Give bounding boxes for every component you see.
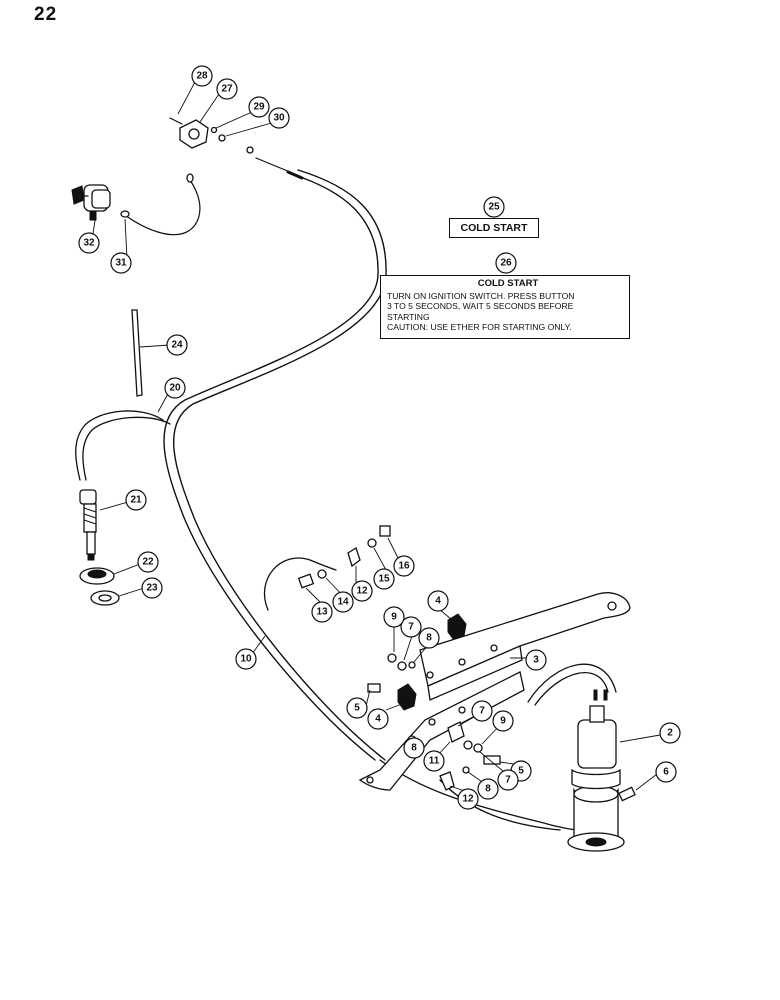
- svg-text:23: 23: [146, 583, 158, 594]
- svg-text:11: 11: [429, 756, 440, 767]
- svg-text:3: 3: [533, 655, 539, 666]
- svg-text:21: 21: [130, 495, 142, 506]
- svg-text:10: 10: [240, 654, 252, 665]
- callout-4: 4: [367, 708, 389, 730]
- callout-10: 10: [235, 648, 257, 670]
- callout-31: 31: [110, 252, 132, 274]
- cold-start-switch: [169, 117, 254, 154]
- plate-title: COLD START: [477, 278, 539, 289]
- callout-14: 14: [332, 591, 354, 613]
- callout-12: 12: [457, 788, 479, 810]
- callout-9: 9: [383, 606, 405, 628]
- parts: [71, 117, 636, 852]
- svg-text:22: 22: [142, 557, 154, 568]
- svg-text:7: 7: [505, 775, 511, 786]
- callout-9: 9: [492, 710, 514, 732]
- callout-26: 26: [495, 252, 517, 274]
- svg-text:9: 9: [391, 612, 397, 623]
- svg-text:8: 8: [426, 633, 432, 644]
- callout-8: 8: [477, 778, 499, 800]
- callout-25: 25: [483, 196, 505, 218]
- callout-2: 2: [659, 722, 681, 744]
- svg-text:8: 8: [485, 784, 491, 795]
- svg-text:2: 2: [667, 728, 673, 739]
- callout-27: 27: [216, 78, 238, 100]
- svg-text:26: 26: [500, 258, 512, 269]
- svg-text:5: 5: [518, 766, 524, 777]
- callout-22: 22: [137, 551, 159, 573]
- cables: [75, 157, 617, 833]
- svg-text:25: 25: [488, 202, 500, 213]
- svg-text:16: 16: [398, 561, 410, 572]
- svg-text:20: 20: [169, 383, 181, 394]
- washer: [90, 590, 120, 606]
- callout-24: 24: [166, 334, 188, 356]
- svg-text:27: 27: [221, 84, 233, 95]
- cable-10: [163, 173, 379, 761]
- plate-line-1: TURN ON IGNITION SWITCH. PRESS BUTTON: [387, 290, 575, 301]
- callout-23: 23: [141, 577, 163, 599]
- callout-16: 16: [393, 555, 415, 577]
- callout-7: 7: [471, 700, 493, 722]
- callouts: 2 3 3 4 4 5 5 6 7 7 7 8 8 8 9 9 10 11 12…: [78, 65, 681, 810]
- tie-strap: [131, 309, 143, 397]
- hardware-upper: [297, 525, 391, 589]
- svg-text:24: 24: [171, 340, 183, 351]
- svg-text:29: 29: [253, 102, 265, 113]
- cold-start-decal-small: COLD START: [449, 218, 539, 238]
- clip-lower: [397, 683, 417, 711]
- svg-text:12: 12: [356, 586, 368, 597]
- harness-loop: [263, 557, 337, 611]
- svg-text:12: 12: [462, 794, 474, 805]
- callout-29: 29: [248, 96, 270, 118]
- svg-text:30: 30: [273, 113, 285, 124]
- callout-15: 15: [373, 568, 395, 590]
- callout-32: 32: [78, 232, 100, 254]
- callout-20: 20: [164, 377, 186, 399]
- svg-text:14: 14: [337, 597, 349, 608]
- callout-30: 30: [268, 107, 290, 129]
- callout-13: 13: [311, 601, 333, 623]
- svg-text:9: 9: [500, 716, 506, 727]
- primer-knob: [79, 489, 97, 561]
- svg-text:4: 4: [375, 714, 381, 725]
- callout-11: 11: [423, 750, 445, 772]
- svg-text:5: 5: [354, 703, 360, 714]
- svg-text:7: 7: [408, 622, 414, 633]
- wire-31: [124, 179, 201, 236]
- plate-line-4: CAUTION: USE ETHER FOR STARTING ONLY.: [387, 322, 572, 332]
- page-number: 22: [34, 4, 58, 25]
- callout-5: 5: [346, 697, 368, 719]
- callout-6: 6: [655, 761, 677, 783]
- svg-text:8: 8: [411, 743, 417, 754]
- callout-8: 8: [418, 627, 440, 649]
- svg-text:6: 6: [663, 767, 669, 778]
- solenoid-valve: [567, 689, 636, 852]
- callout-28: 28: [191, 65, 213, 87]
- callout-4: 4: [427, 590, 449, 612]
- cable-20: [75, 410, 164, 481]
- callout-7: 7: [400, 616, 422, 638]
- callout-3: 3: [525, 649, 547, 671]
- grommet: [79, 567, 115, 585]
- svg-text:32: 32: [83, 238, 95, 249]
- ignition-key-switch: [71, 173, 194, 221]
- solenoid-wire: [534, 672, 609, 706]
- callout-21: 21: [125, 489, 147, 511]
- svg-text:15: 15: [378, 574, 390, 585]
- callout-7: 7: [497, 769, 519, 791]
- callout-8: 8: [403, 737, 425, 759]
- svg-text:7: 7: [479, 706, 485, 717]
- plate-line-2: 3 TO 5 SECONDS, WAIT 5 SECONDS BEFORE: [387, 301, 574, 311]
- svg-text:13: 13: [316, 607, 328, 618]
- svg-text:28: 28: [196, 71, 208, 82]
- svg-text:31: 31: [115, 258, 127, 269]
- cold-start-instruction-plate: COLD START TURN ON IGNITION SWITCH. PRES…: [380, 275, 630, 339]
- callout-12: 12: [351, 580, 373, 602]
- svg-text:4: 4: [435, 596, 441, 607]
- plate-line-3: STARTING: [387, 311, 430, 322]
